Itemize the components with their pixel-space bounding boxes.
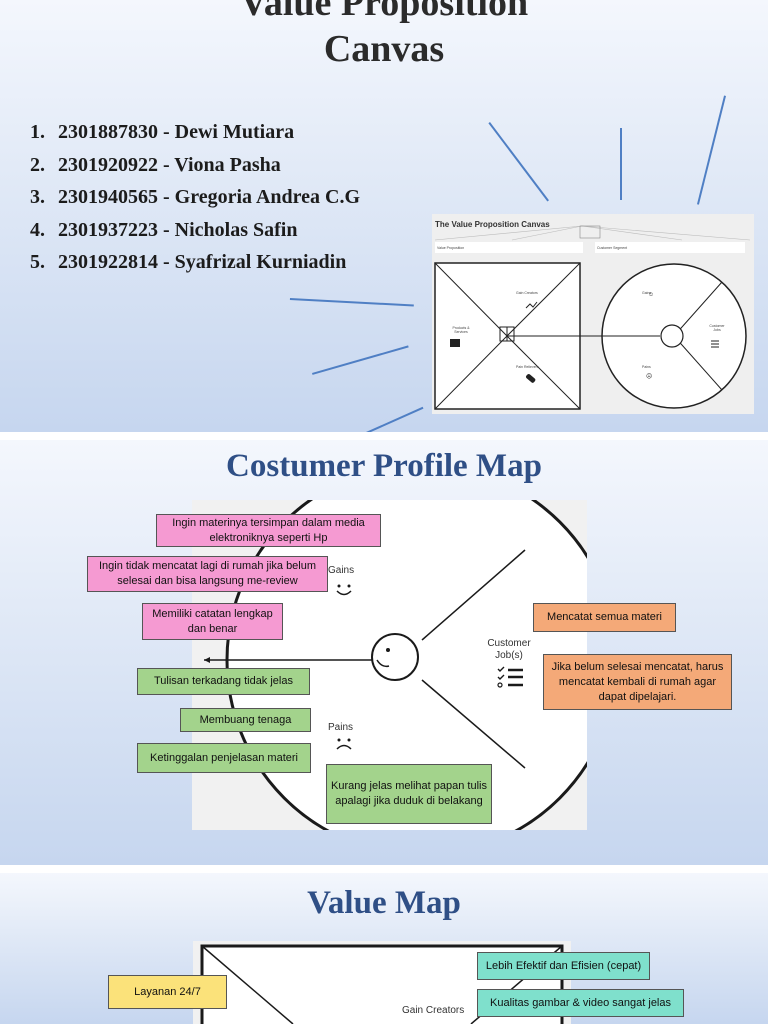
- member-text: 2301922814 - Syafrizal Kurniadin: [58, 251, 347, 273]
- member-text: 2301940565 - Gregoria Andrea C.G: [58, 186, 361, 208]
- pain-relievers-label: Pain Relievers: [516, 365, 539, 369]
- gains-label: Gains: [642, 291, 652, 295]
- customer-jobs-label-line1: Customer: [487, 638, 531, 649]
- member-text: 2301887830 - Dewi Mutiara: [58, 121, 295, 143]
- gains-label: Gains: [328, 565, 355, 576]
- pain-note: Kurang jelas melihat papan tulis apalagi…: [326, 764, 492, 824]
- title-line-2: Canvas: [323, 28, 445, 70]
- svg-text:☹: ☹: [646, 373, 652, 380]
- customer-jobs-label: Customer Job(s): [484, 638, 534, 662]
- customer-jobs-label-line2: Job(s): [495, 650, 523, 661]
- slide-value-map: Value Map Gain Creators Layanan 24/7 Leb…: [0, 873, 768, 1024]
- member-item: 5. 2301922814 - Syafrizal Kurniadin: [30, 246, 360, 279]
- canvas-thumbnail: The Value Proposition Canvas Value Propo…: [432, 214, 754, 414]
- slide-heading: Value Map: [307, 885, 461, 921]
- value-proposition-label: Value Proposition: [437, 246, 465, 250]
- decor-ray: [289, 298, 414, 306]
- svg-text:☺: ☺: [648, 292, 654, 298]
- value-proposition-bar: [435, 242, 583, 253]
- thumbnail-title: The Value Proposition Canvas: [435, 220, 550, 229]
- pain-note: Ketinggalan penjelasan materi: [137, 743, 311, 773]
- decor-ray: [488, 122, 549, 202]
- member-text: 2301920922 - Viona Pasha: [58, 153, 281, 176]
- member-item: 4. 2301937223 - Nicholas Safin: [30, 214, 360, 247]
- gain-creators-label: Gain Creators: [516, 291, 538, 295]
- member-item: 1. 2301887830 - Dewi Mutiara: [30, 116, 360, 149]
- customer-job-note: Jika belum selesai mencatat, harus menca…: [543, 654, 732, 710]
- customer-segment-label: Customer Segment: [597, 246, 628, 250]
- pains-label: Pains: [642, 365, 651, 369]
- member-number: 4.: [30, 218, 45, 241]
- member-list: 1. 2301887830 - Dewi Mutiara 2. 2301920922…: [30, 116, 360, 279]
- customer-jobs-label: Customer Jobs: [709, 324, 725, 332]
- customer-job-note: Mencatat semua materi: [533, 603, 676, 632]
- slide-title-heading: Value Proposition Canvas: [0, 0, 768, 72]
- gain-note: Memiliki catatan lengkap dan benar: [142, 603, 283, 640]
- member-item: 2. 2301920922 - Viona Pasha: [30, 149, 360, 182]
- slide-heading: Costumer Profile Map: [226, 448, 542, 484]
- title-line-1: Value Proposition: [239, 0, 529, 24]
- gain-creator-note: Lebih Efektif dan Efisien (cepat): [477, 952, 650, 980]
- customer-segment-bar: [595, 242, 745, 253]
- member-text: 2301937223 - Nicholas Safin: [58, 218, 298, 241]
- slide-title: Value Proposition Canvas 1. 2301887830 - …: [0, 0, 768, 432]
- gain-creator-note: Kualitas gambar & video sangat jelas: [477, 989, 684, 1017]
- member-item: 3. 2301940565 - Gregoria Andrea C.G: [30, 181, 360, 214]
- decor-ray: [620, 128, 622, 200]
- decor-ray: [312, 345, 409, 375]
- slide-customer-profile: Costumer Profile Map Gains Pains Custome…: [0, 440, 768, 865]
- pain-note: Tulisan terkadang tidak jelas: [137, 668, 310, 695]
- decor-ray: [697, 95, 726, 205]
- member-number: 3.: [30, 186, 45, 208]
- member-number: 1.: [30, 121, 45, 143]
- gain-creators-label: Gain Creators: [402, 1005, 465, 1016]
- service-note: Layanan 24/7: [108, 975, 227, 1009]
- member-number: 2.: [30, 153, 45, 176]
- gain-note: Ingin tidak mencatat lagi di rumah jika …: [87, 556, 328, 592]
- products-services-label: Products & Services: [452, 326, 470, 334]
- thumbnail-diagram: ☺ ☹: [434, 225, 751, 410]
- gain-note: Ingin materinya tersimpan dalam media el…: [156, 514, 381, 547]
- member-number: 5.: [30, 251, 45, 273]
- pain-note: Membuang tenaga: [180, 708, 311, 732]
- decor-ray: [366, 406, 424, 432]
- pains-label: Pains: [328, 722, 354, 733]
